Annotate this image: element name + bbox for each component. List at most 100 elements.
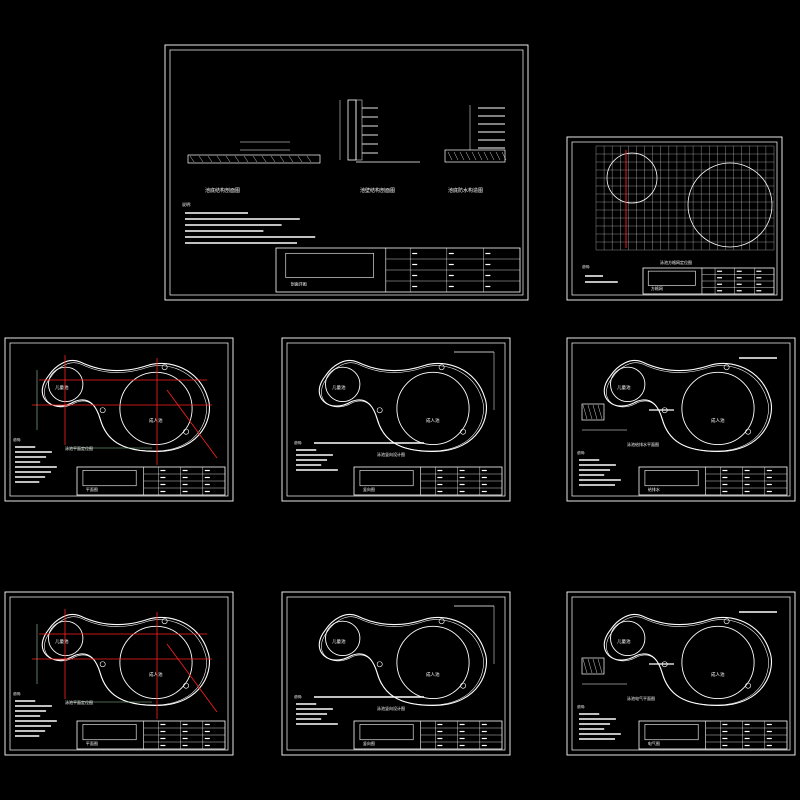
notes-title: 说明: bbox=[294, 694, 302, 699]
pool-outline-inner bbox=[44, 362, 207, 452]
grid-caption: 泳池方格网定位图 bbox=[660, 259, 692, 265]
equipment-hatch bbox=[587, 658, 593, 674]
pool-outline-inner bbox=[606, 616, 769, 706]
pool-plan bbox=[41, 360, 211, 453]
sheet-outer-border bbox=[281, 591, 511, 756]
pool-outline-outer bbox=[318, 360, 488, 453]
title-block-label: 竖向图 bbox=[363, 740, 375, 746]
pool-plan bbox=[603, 614, 773, 707]
kids-pool-circle bbox=[610, 366, 646, 403]
equipment-detail bbox=[581, 403, 605, 421]
sheets-layer: 池底结构剖面图池壁结构剖面图池底防水构造图说明:剖面详图泳池方格网定位图说明:方… bbox=[4, 44, 796, 756]
sheet-inner-border bbox=[286, 342, 506, 497]
ladder-marker bbox=[745, 682, 751, 689]
red-axis bbox=[166, 643, 218, 713]
waterproof-hatch bbox=[453, 151, 459, 161]
title-block-name-box bbox=[644, 470, 699, 487]
adult-pool-label: 成人池 bbox=[149, 417, 163, 424]
ladder-marker bbox=[376, 661, 383, 668]
ladder-marker bbox=[460, 428, 466, 435]
equipment-hatch bbox=[597, 658, 603, 674]
title-block-name-box bbox=[644, 724, 699, 741]
slab-hatch bbox=[225, 155, 231, 163]
sheet-caption: 泳池竖向设计图 bbox=[377, 705, 405, 711]
sheet-outer-border bbox=[566, 337, 796, 502]
slab-hatch bbox=[234, 155, 240, 163]
title-block-name-box bbox=[82, 470, 137, 487]
slab-hatch bbox=[198, 155, 204, 163]
kids-pool-circle bbox=[48, 620, 84, 657]
grid-adult-circle bbox=[687, 162, 773, 248]
title-block-name-box bbox=[647, 270, 696, 286]
title-block-label: 方格网 bbox=[651, 285, 663, 291]
sheet-outer-border bbox=[164, 44, 529, 301]
pool-outline-outer bbox=[318, 614, 488, 707]
sheet-inner-border bbox=[9, 342, 229, 497]
ladder-marker bbox=[161, 618, 168, 625]
adult-pool-label: 成人池 bbox=[426, 671, 440, 678]
ladder-marker bbox=[183, 428, 189, 435]
waterproof-hatch bbox=[483, 151, 489, 161]
title-block-label: 电气图 bbox=[648, 740, 660, 746]
notes-title: 说明: bbox=[13, 437, 21, 442]
wall-lining bbox=[355, 99, 363, 161]
slab-hatch bbox=[279, 155, 285, 163]
title-block-name-box bbox=[359, 724, 414, 741]
equipment-hatch bbox=[592, 658, 598, 674]
waterproof-hatch bbox=[495, 151, 501, 161]
notes-title: 说明: bbox=[582, 264, 590, 269]
sheet-inner-border bbox=[571, 596, 791, 751]
slab-section bbox=[187, 154, 321, 164]
equipment-hatch bbox=[587, 404, 593, 420]
sheet-1-sections: 池底结构剖面图池壁结构剖面图池底防水构造图说明:剖面详图 bbox=[164, 44, 529, 301]
sheet-inner-border bbox=[9, 596, 229, 751]
ladder-marker bbox=[745, 428, 751, 435]
title-block-label: 给排水 bbox=[648, 486, 660, 492]
ladder-marker bbox=[99, 661, 106, 668]
ladder-marker bbox=[99, 407, 106, 414]
waterproof-hatch bbox=[465, 151, 471, 161]
sheet-outer-border bbox=[4, 591, 234, 756]
adult-pool-label: 成人池 bbox=[426, 417, 440, 424]
pool-plan bbox=[318, 360, 488, 453]
sheet-inner-border bbox=[571, 342, 791, 497]
sheet-outer-border bbox=[566, 136, 783, 301]
sheet-caption: 泳池平面定位图 bbox=[65, 699, 93, 705]
equipment-hatch bbox=[592, 404, 598, 420]
sheet-inner-border bbox=[286, 596, 506, 751]
title-block-name-box bbox=[285, 252, 374, 278]
kids-pool-label: 儿童池 bbox=[332, 384, 346, 391]
slab-hatch bbox=[261, 155, 267, 163]
sheet-inner-border bbox=[571, 141, 778, 296]
section-label-2: 池壁结构剖面图 bbox=[360, 187, 395, 194]
pool-outline-inner bbox=[44, 616, 207, 706]
pool-outline-inner bbox=[606, 362, 769, 452]
slab-hatch bbox=[288, 155, 294, 163]
kids-pool-circle bbox=[48, 366, 84, 403]
sheet-caption: 泳池给排水平面图 bbox=[627, 441, 659, 447]
kids-pool-circle bbox=[325, 620, 361, 657]
ladder-marker bbox=[183, 682, 189, 689]
slab-hatch bbox=[252, 155, 258, 163]
pool-outline-inner bbox=[321, 362, 484, 452]
title-block-label: 竖向图 bbox=[363, 486, 375, 492]
waterproof-hatch bbox=[447, 151, 453, 161]
ladder-marker bbox=[438, 364, 445, 371]
section-label-3: 池底防水构造图 bbox=[448, 187, 483, 194]
pool-plan bbox=[318, 614, 488, 707]
pool-outline-inner bbox=[321, 616, 484, 706]
slab-hatch bbox=[207, 155, 213, 163]
adult-pool-label: 成人池 bbox=[711, 671, 725, 678]
ladder-marker bbox=[460, 682, 466, 689]
grid-kids-circle bbox=[606, 152, 658, 204]
sheet-caption: 泳池竖向设计图 bbox=[377, 451, 405, 457]
title-block-name-box bbox=[359, 470, 414, 487]
